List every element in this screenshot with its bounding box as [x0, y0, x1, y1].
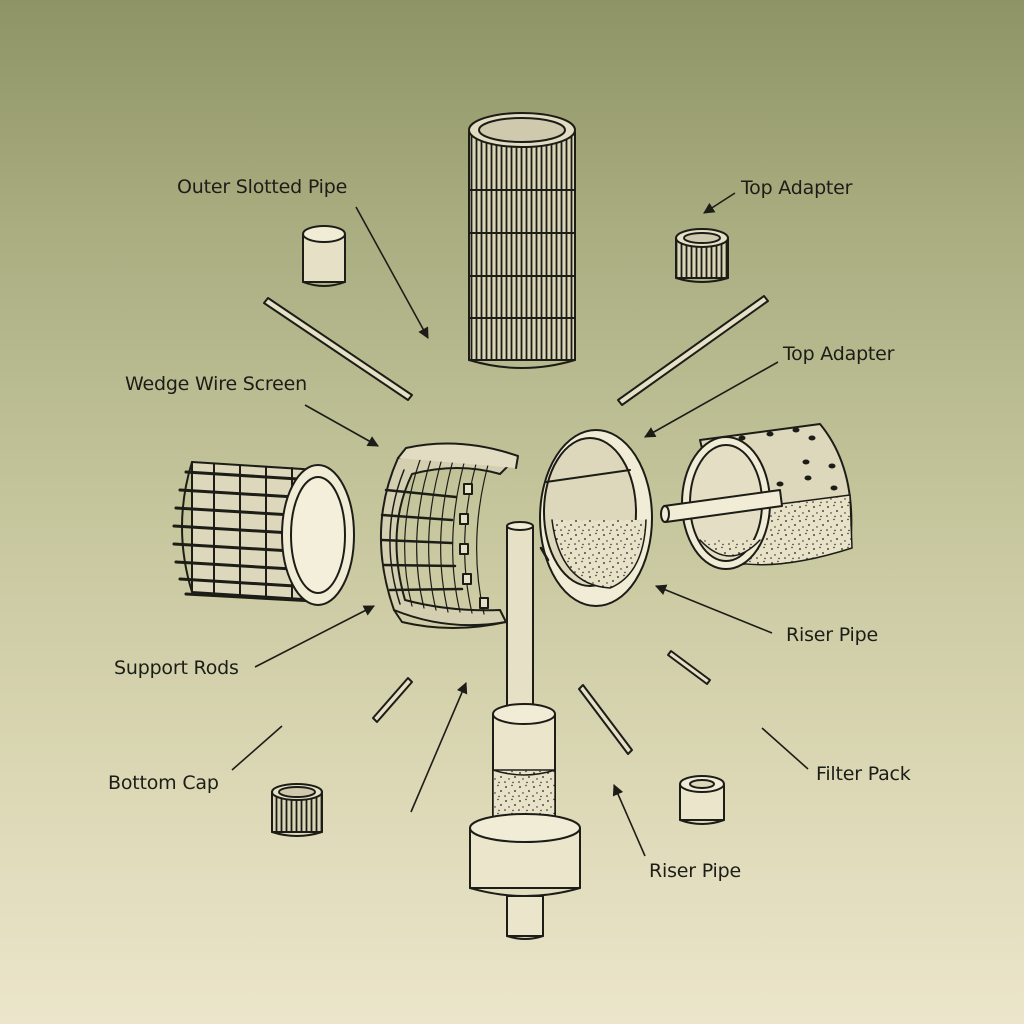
label-support-rods: Support Rods	[114, 657, 239, 679]
label-riser-pipe-1: Riser Pipe	[786, 624, 878, 646]
leader-wedge-wire-screen	[304, 404, 379, 447]
leader-bottom-cap	[231, 725, 283, 771]
rod-lower-center	[578, 684, 633, 755]
rod-upper-left	[263, 297, 413, 401]
leader-top-adapter-2	[644, 361, 779, 438]
small-bushing-part	[679, 775, 725, 825]
label-top-adapter-2: Top Adapter	[783, 343, 895, 365]
leader-top-adapter-1	[703, 192, 736, 214]
rod-upper-right	[617, 295, 769, 406]
wedge-wire-screen-part	[379, 442, 519, 629]
rod-lower-left	[372, 677, 413, 723]
leader-outer-slotted-pipe	[355, 206, 429, 339]
label-wedge-wire-screen: Wedge Wire Screen	[125, 373, 307, 395]
bottom-cap-part	[271, 783, 323, 837]
filter-pack-part	[660, 423, 853, 570]
small-cylinder-top-left	[302, 225, 346, 287]
riser-pipe-part	[469, 521, 581, 940]
support-rods-cage-part	[172, 461, 355, 606]
leader-filter-pack	[761, 727, 809, 770]
outer-slotted-pipe-part	[468, 112, 576, 369]
label-top-adapter-1: Top Adapter	[741, 177, 853, 199]
top-adapter-part	[675, 228, 729, 283]
label-riser-pipe-2: Riser Pipe	[649, 860, 741, 882]
leader-support-rods	[254, 605, 375, 668]
rod-lower-right	[667, 650, 711, 685]
label-bottom-cap: Bottom Cap	[108, 772, 219, 794]
leader-riser-pipe-1	[654, 584, 773, 634]
adapter-ring-part	[539, 429, 653, 607]
label-filter-pack: Filter Pack	[816, 763, 911, 785]
leader-riser-pipe-2	[612, 783, 646, 857]
label-outer-slotted-pipe: Outer Slotted Pipe	[177, 176, 348, 198]
leader-center-arrow	[410, 681, 468, 813]
